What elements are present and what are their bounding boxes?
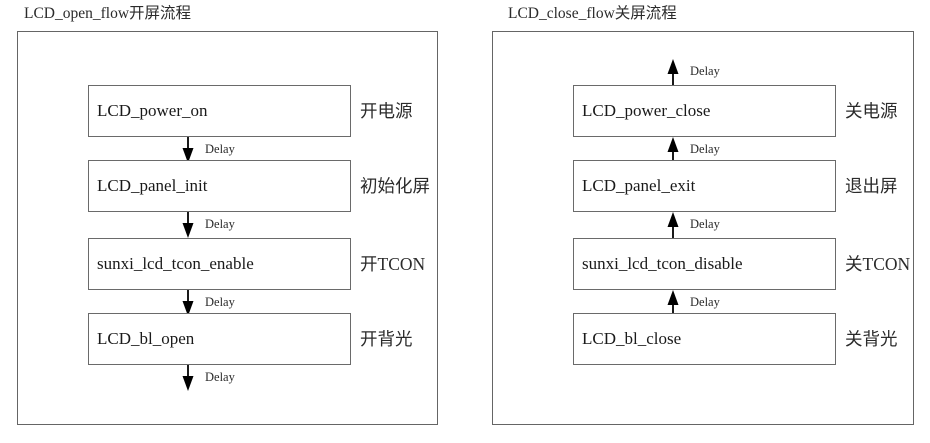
side-note-lcd-bl-close: 关背光 xyxy=(845,329,898,349)
step-label: LCD_bl_open xyxy=(97,329,195,348)
step-label: LCD_power_close xyxy=(582,101,711,120)
side-note-sunxi-lcd-tcon-enable: 开TCON xyxy=(360,254,426,274)
step-label: LCD_bl_close xyxy=(582,329,682,348)
panel-frame-close: Delay LCD_power_close 关电源 Delay LCD_pane… xyxy=(492,31,914,425)
arrow-down-icon xyxy=(182,137,194,163)
step-box-lcd-panel-exit[interactable]: LCD_panel_exit xyxy=(573,160,836,212)
side-note-lcd-panel-exit: 退出屏 xyxy=(845,176,898,196)
step-label: sunxi_lcd_tcon_enable xyxy=(97,254,254,273)
side-note-lcd-power-close: 关电源 xyxy=(845,101,898,121)
step-label: LCD_panel_init xyxy=(97,176,208,195)
delay-label: Delay xyxy=(690,294,720,309)
delay-label: Delay xyxy=(690,141,720,156)
arrow-up-icon xyxy=(667,59,679,85)
side-note-lcd-panel-init: 初始化屏 xyxy=(360,176,430,196)
panel-frame-open: LCD_power_on 开电源 Delay LCD_panel_init 初始… xyxy=(17,31,438,425)
step-box-lcd-power-close[interactable]: LCD_power_close xyxy=(573,85,836,137)
delay-label: Delay xyxy=(205,369,235,384)
side-note-sunxi-lcd-tcon-disable: 关TCON xyxy=(845,254,911,274)
connector-delay-1: Delay xyxy=(175,137,265,163)
connector-delay-up-2: Delay xyxy=(660,212,750,238)
step-box-sunxi-lcd-tcon-disable[interactable]: sunxi_lcd_tcon_disable xyxy=(573,238,836,290)
step-box-sunxi-lcd-tcon-enable[interactable]: sunxi_lcd_tcon_enable xyxy=(88,238,351,290)
connector-delay-up-3: Delay xyxy=(660,290,750,316)
step-label: LCD_power_on xyxy=(97,101,208,120)
arrow-down-icon xyxy=(182,290,194,316)
delay-label: Delay xyxy=(205,294,235,309)
step-label: LCD_panel_exit xyxy=(582,176,696,195)
arrow-down-icon xyxy=(182,212,194,238)
connector-delay-2: Delay xyxy=(175,212,265,238)
side-note-lcd-power-on: 开电源 xyxy=(360,101,413,121)
delay-label: Delay xyxy=(690,216,720,231)
step-box-lcd-bl-open[interactable]: LCD_bl_open xyxy=(88,313,351,365)
panel-title-open: LCD_open_flow开屏流程 xyxy=(24,5,192,22)
step-box-lcd-power-on[interactable]: LCD_power_on xyxy=(88,85,351,137)
delay-label: Delay xyxy=(690,63,720,78)
side-note-lcd-bl-open: 开背光 xyxy=(360,329,413,349)
delay-label: Delay xyxy=(205,216,235,231)
delay-label: Delay xyxy=(205,141,235,156)
arrow-up-icon xyxy=(667,212,679,238)
arrow-up-icon xyxy=(667,137,679,163)
arrow-down-icon xyxy=(182,365,194,391)
step-box-lcd-bl-close[interactable]: LCD_bl_close xyxy=(573,313,836,365)
panel-title-close: LCD_close_flow关屏流程 xyxy=(508,5,677,22)
connector-delay-3: Delay xyxy=(175,290,265,316)
connector-delay-up-1: Delay xyxy=(660,137,750,163)
arrow-up-icon xyxy=(667,290,679,316)
step-box-lcd-panel-init[interactable]: LCD_panel_init xyxy=(88,160,351,212)
connector-delay-up-0: Delay xyxy=(660,59,750,85)
connector-delay-4: Delay xyxy=(175,365,265,391)
step-label: sunxi_lcd_tcon_disable xyxy=(582,254,743,273)
